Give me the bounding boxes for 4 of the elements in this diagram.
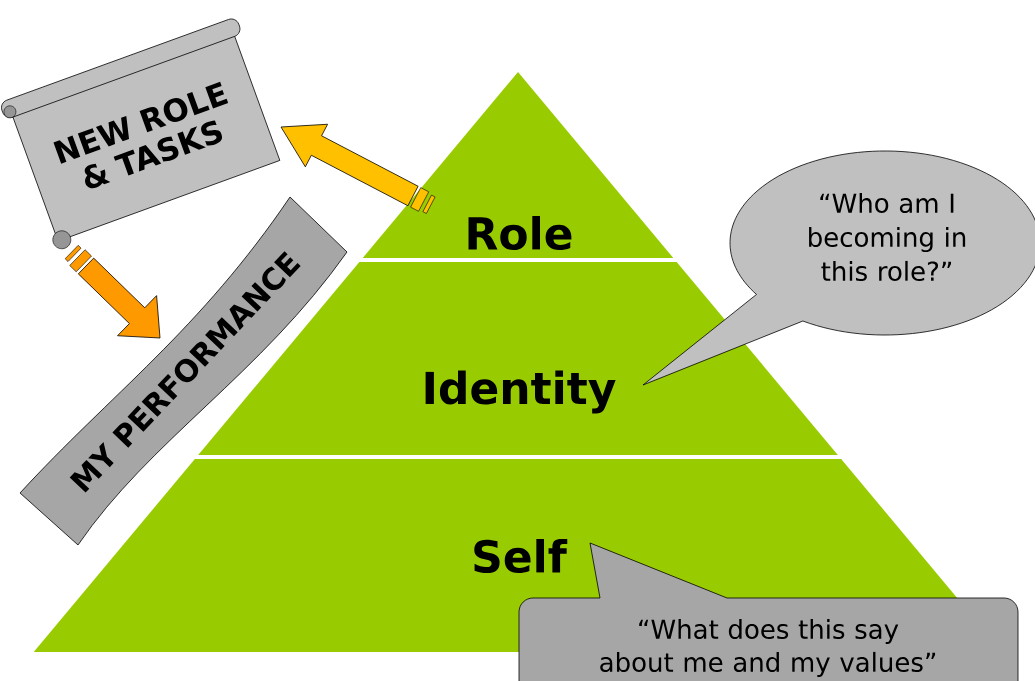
pyramid-tier: Role <box>362 72 674 258</box>
block-arrow <box>280 123 436 214</box>
speech-bubble: “Who am I becoming in this role?” <box>642 150 1035 386</box>
block-arrow <box>64 245 161 339</box>
